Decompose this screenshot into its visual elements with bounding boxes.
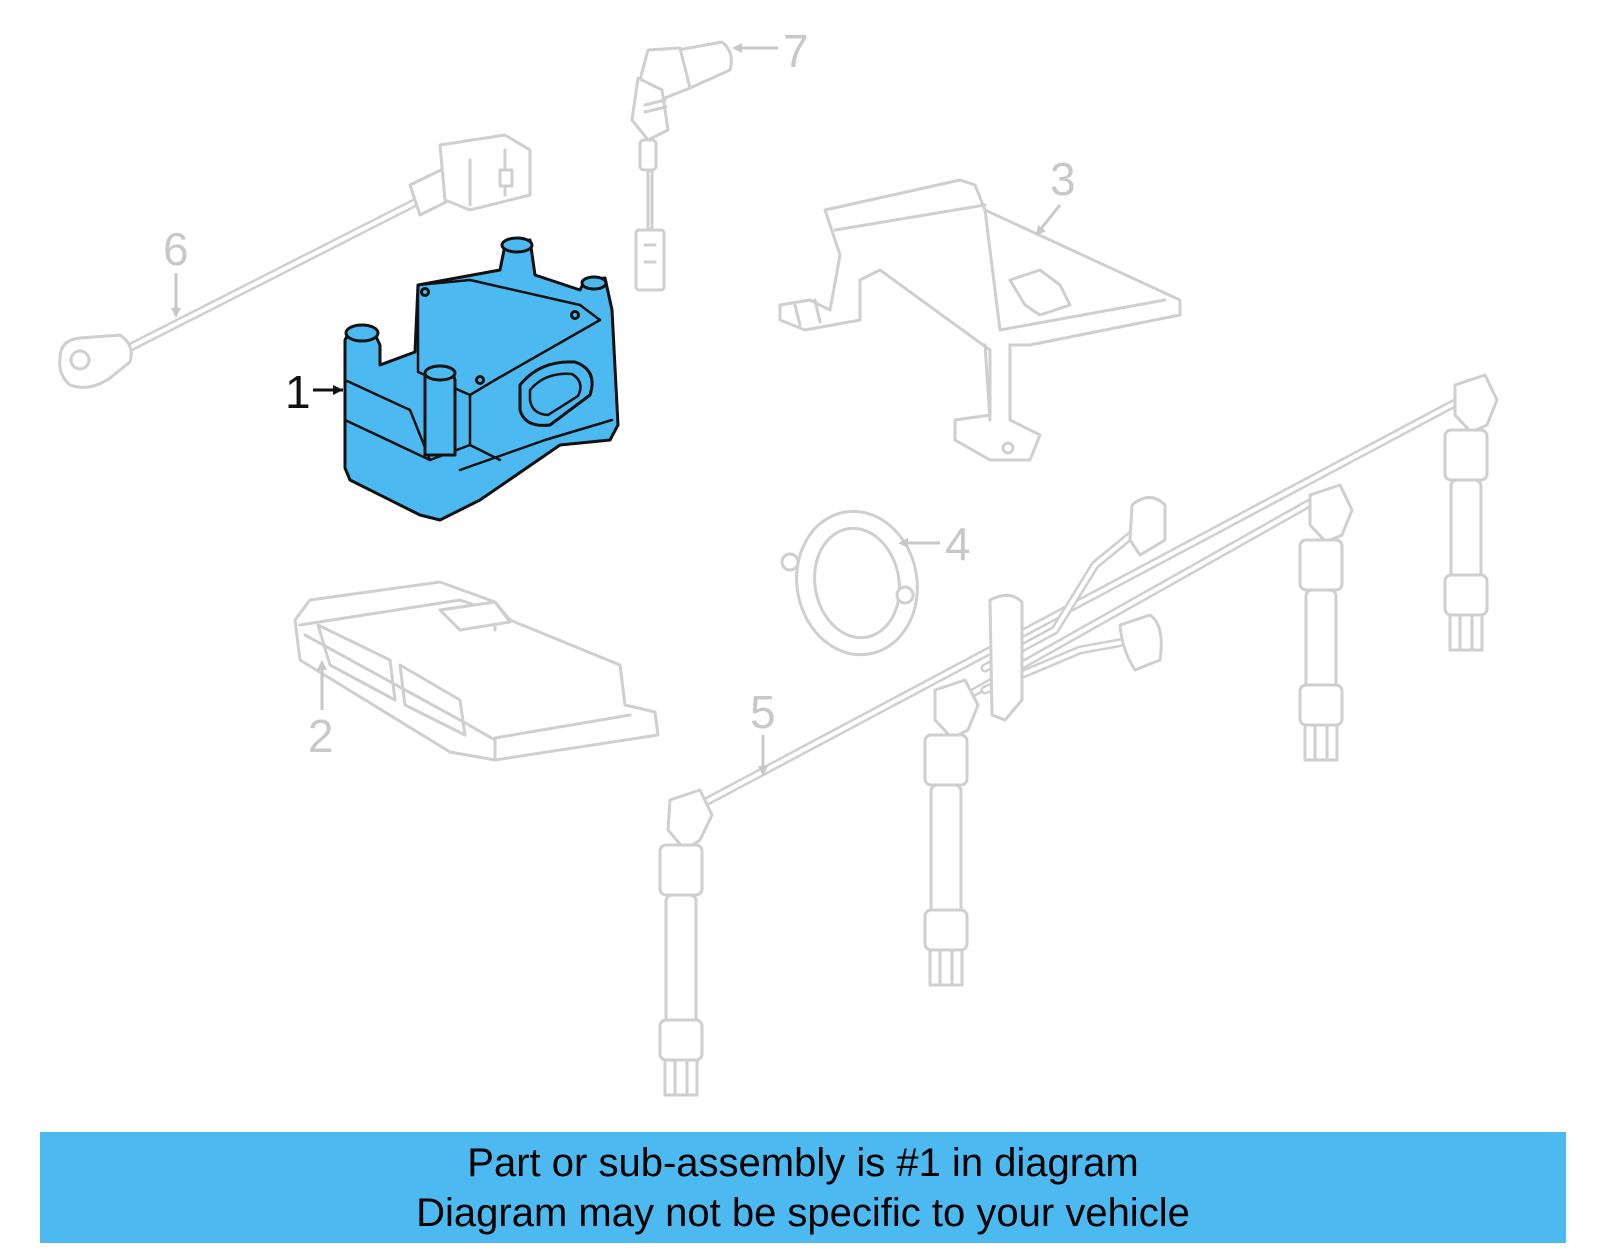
banner-line-1: Part or sub-assembly is #1 in diagram bbox=[467, 1140, 1139, 1185]
callout-label-7: 7 bbox=[783, 25, 809, 77]
callout-1: 1 bbox=[285, 366, 343, 418]
callout-label-2: 2 bbox=[308, 710, 334, 762]
part-6-knock-sensor[interactable] bbox=[58, 133, 532, 389]
callout-5: 5 bbox=[750, 686, 776, 776]
callout-label-1: 1 bbox=[285, 366, 311, 418]
part-2-ecu[interactable] bbox=[293, 580, 660, 762]
callout-7: 7 bbox=[732, 25, 809, 77]
part-5-ignition-wires[interactable] bbox=[658, 373, 1499, 1097]
callout-4: 4 bbox=[898, 518, 971, 570]
callout-label-4: 4 bbox=[945, 518, 971, 570]
callout-label-5: 5 bbox=[750, 686, 776, 738]
callout-2: 2 bbox=[308, 660, 334, 762]
banner-line-2: Diagram may not be specific to your vehi… bbox=[416, 1190, 1190, 1235]
part-7-sensor[interactable] bbox=[630, 40, 733, 292]
callout-6: 6 bbox=[163, 223, 189, 318]
part-3-bracket[interactable] bbox=[778, 178, 1182, 462]
callout-label-6: 6 bbox=[163, 223, 189, 275]
part-4-ring[interactable] bbox=[780, 502, 929, 665]
part-1-ignition-coil[interactable] bbox=[343, 236, 620, 522]
callout-label-3: 3 bbox=[1050, 153, 1076, 205]
info-banner: Part or sub-assembly is #1 in diagram Di… bbox=[40, 1132, 1566, 1243]
callout-3: 3 bbox=[1036, 153, 1076, 236]
